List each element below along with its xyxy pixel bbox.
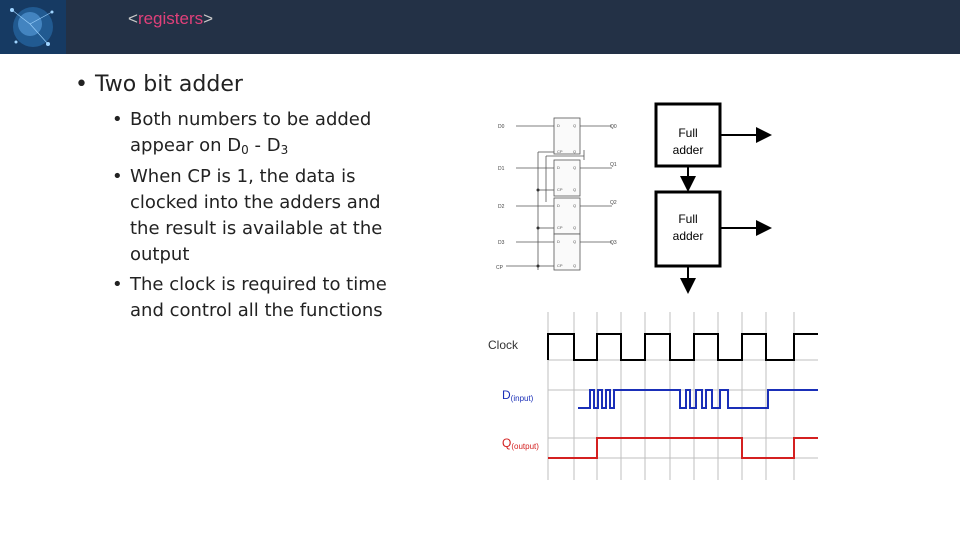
input-label-d3: D3 bbox=[498, 240, 505, 246]
bullet-dot: • bbox=[112, 109, 123, 130]
input-label-d0: D0 bbox=[498, 124, 505, 130]
sub-bullet-2: • When CP is 1, the data is clocked into… bbox=[112, 164, 412, 268]
bullet-dot: • bbox=[112, 274, 123, 295]
output-label: Q(output) bbox=[502, 436, 539, 451]
sub-bullet-2-text: When CP is 1, the data is clocked into t… bbox=[130, 166, 383, 265]
full-adder-bottom bbox=[654, 190, 722, 268]
header-title-suffix: > bbox=[203, 9, 214, 28]
ff-q-pin-label: Q bbox=[573, 239, 576, 244]
sub-bullet-1-text: Both numbers to be added appear on D0 - … bbox=[130, 107, 412, 159]
data-input-label-sub: (input) bbox=[511, 394, 534, 403]
ff-d-pin-label: D bbox=[557, 203, 560, 208]
clock-waveform bbox=[547, 333, 818, 361]
brain-logo-icon bbox=[0, 0, 66, 54]
clock-signal-label: Clock bbox=[488, 338, 519, 352]
subscript-0: 0 bbox=[241, 143, 249, 157]
clock-input-label: CP bbox=[496, 265, 504, 271]
bullet-dot: • bbox=[75, 72, 88, 97]
ff-q-pin-label: Q bbox=[573, 165, 576, 170]
output-label-q3: Q3 bbox=[610, 240, 617, 246]
full-adder-top-label-line2: adder bbox=[673, 143, 704, 157]
sub-bullet-1: • Both numbers to be added appear on D0 … bbox=[112, 107, 412, 159]
sub-bullet-1-text-part: Both numbers to be added appear on D bbox=[130, 109, 372, 156]
output-label-main: Q bbox=[502, 436, 511, 450]
input-label-d2: D2 bbox=[498, 204, 505, 210]
output-label-sub: (output) bbox=[511, 442, 539, 451]
main-bullet-text: Two bit adder bbox=[94, 72, 243, 97]
sub-bullet-1-text-mid: - D bbox=[248, 135, 281, 156]
timing-diagram: Clock D(input) Q(output) bbox=[488, 312, 818, 480]
output-label-q1: Q1 bbox=[610, 162, 617, 168]
ff-qbar-pin-label: Q bbox=[573, 225, 576, 230]
main-bullet: • Two bit adder bbox=[75, 72, 243, 97]
full-adder-bottom-label-line1: Full bbox=[678, 212, 697, 226]
ff-cp-pin-label: CP bbox=[557, 187, 563, 192]
ff-cp-pin-label: CP bbox=[557, 225, 563, 230]
bullet-dot: • bbox=[112, 166, 123, 187]
full-adder-diagram: Full adder Full adder bbox=[654, 102, 772, 294]
data-input-label: D(input) bbox=[502, 388, 534, 403]
ff-q-pin-label: Q bbox=[573, 123, 576, 128]
sub-bullet-3: • The clock is required to time and cont… bbox=[112, 272, 412, 324]
ff-cp-pin-label: CP bbox=[557, 149, 563, 154]
output-waveform bbox=[548, 437, 818, 459]
header-title-name: registers bbox=[137, 9, 204, 28]
data-input-waveform bbox=[578, 389, 818, 409]
register-circuit-diagram: D0 D1 D2 D3 CP Q0 Q1 Q2 Q3 D D D D Q Q Q… bbox=[496, 117, 617, 271]
ff-d-pin-label: D bbox=[557, 123, 560, 128]
ff-q-pin-label: Q bbox=[573, 203, 576, 208]
ff-d-pin-label: D bbox=[557, 165, 560, 170]
input-label-d1: D1 bbox=[498, 166, 505, 172]
output-label-q0: Q0 bbox=[610, 124, 617, 130]
header-title-prefix: < bbox=[128, 9, 138, 28]
full-adder-bottom-label-line2: adder bbox=[673, 229, 704, 243]
ff-qbar-pin-label: Q bbox=[573, 149, 576, 154]
header-title: <registers> bbox=[128, 9, 213, 29]
slide-header: <registers> bbox=[0, 0, 960, 54]
ff-d-pin-label: D bbox=[557, 239, 560, 244]
data-input-label-main: D bbox=[502, 388, 511, 402]
full-adder-top-label-line1: Full bbox=[678, 126, 697, 140]
ff-qbar-pin-label: Q bbox=[573, 263, 576, 268]
output-label-q2: Q2 bbox=[610, 200, 617, 206]
ff-cp-pin-label: CP bbox=[557, 263, 563, 268]
ff-qbar-pin-label: Q bbox=[573, 187, 576, 192]
sub-bullet-3-text: The clock is required to time and contro… bbox=[130, 274, 387, 321]
subscript-3: 3 bbox=[280, 143, 289, 157]
